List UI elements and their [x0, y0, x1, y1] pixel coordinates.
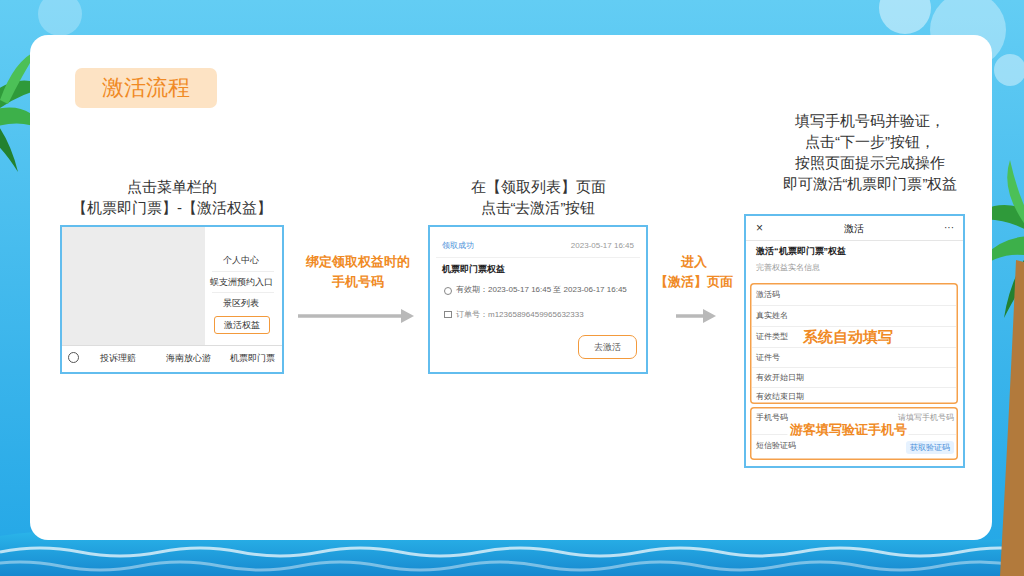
screen-decor	[752, 387, 956, 388]
screen-text: 真实姓名	[756, 311, 788, 320]
screen-text: 手机号码	[756, 413, 788, 422]
screen-text: 领取成功	[442, 241, 474, 251]
screen-decor	[62, 227, 205, 345]
menu-screenshot: 点击菜单栏的 【机票即门票】-【激活权益】个人中心蜈支洲预约入口景区列表投诉理赔…	[62, 227, 282, 372]
screen-text: 获取验证码	[910, 443, 950, 452]
screen-text: 机票即门票	[230, 353, 275, 363]
screen-text: 激活码	[756, 290, 780, 299]
screen-text: 激活	[844, 223, 864, 235]
screen-text: 2023-05-17 16:45	[571, 241, 634, 251]
screen-text: 去激活	[594, 342, 621, 353]
screen-decor	[212, 292, 274, 293]
screen-decor	[444, 287, 452, 295]
title-badge: 激活流程	[75, 68, 217, 108]
screen-decor	[444, 311, 452, 318]
screen-text: 投诉理赔	[100, 353, 136, 363]
code-button: 获取验证码	[906, 441, 954, 454]
screen-text: 有效结束日期	[756, 392, 804, 401]
arrow-label: 绑定领取权益时的 手机号码	[304, 252, 412, 291]
screen-text: 激活权益	[224, 320, 260, 330]
screen-text: 景区列表	[223, 298, 259, 308]
screen-text: 蜈支洲预约入口	[210, 277, 273, 287]
screen-text: 游客填写验证手机号	[788, 422, 909, 438]
screen-text: 机票即门票权益	[442, 264, 505, 275]
activate-screenshot: 填写手机号码并验证， 点击“下一步”按钮， 按照页面提示完成操作 即可激活“机票…	[746, 216, 963, 466]
screen-decor	[752, 367, 956, 368]
activate-button: 去激活	[578, 335, 637, 360]
screen-decor	[68, 352, 79, 363]
screen-decor	[752, 326, 956, 327]
screen-text: 海南放心游	[166, 353, 211, 363]
screen-text: 系统自动填写	[801, 328, 895, 346]
screen-text: 订单号：m12365896459965632333	[456, 310, 584, 320]
screen-text: 证件号	[756, 353, 780, 362]
screen-text: 有效开始日期	[756, 373, 804, 382]
screen-text: 个人中心	[223, 255, 259, 265]
screen-decor	[752, 305, 956, 306]
auto-fill-box: 激活码真实姓名证件类型证件号有效开始日期有效结束日期 系统自动填写	[750, 283, 958, 404]
arrow-label: 进入 【激活】页面	[653, 252, 735, 291]
screen-text: 证件类型	[756, 332, 788, 341]
screen-decor	[752, 347, 956, 348]
list-screenshot: 在【领取列表】页面 点击“去激活”按钮领取成功2023-05-17 16:45机…	[430, 227, 646, 372]
screen-decor	[212, 271, 274, 272]
step-caption: 点击菜单栏的 【机票即门票】-【激活权益】	[72, 176, 272, 218]
screen-text: 完善权益实名信息	[756, 263, 820, 272]
step-caption: 在【领取列表】页面 点击“去激活”按钮	[471, 176, 606, 218]
screen-text: 有效期：2023-05-17 16:45 至 2023-06-17 16:45	[456, 285, 636, 295]
menu-button: 激活权益	[214, 316, 270, 334]
screen-text: 短信验证码	[756, 441, 796, 450]
flow-arrow	[298, 314, 401, 318]
phone-box: 手机号码 请填写手机号码短信验证码 游客填写验证手机号获取验证码	[750, 407, 958, 460]
screen-text: 激活“机票即门票”权益	[756, 246, 846, 257]
screen-text: ×	[756, 221, 763, 235]
screen-decor	[746, 240, 963, 241]
step-caption: 填写手机号码并验证， 点击“下一步”按钮， 按照页面提示完成操作 即可激活“机票…	[783, 110, 958, 194]
screen-decor	[436, 257, 640, 258]
flow-arrow	[676, 314, 703, 318]
screen-text: ···	[944, 222, 954, 234]
wave-lines	[0, 548, 1024, 570]
screen-text: 请填写手机号码	[898, 413, 954, 422]
